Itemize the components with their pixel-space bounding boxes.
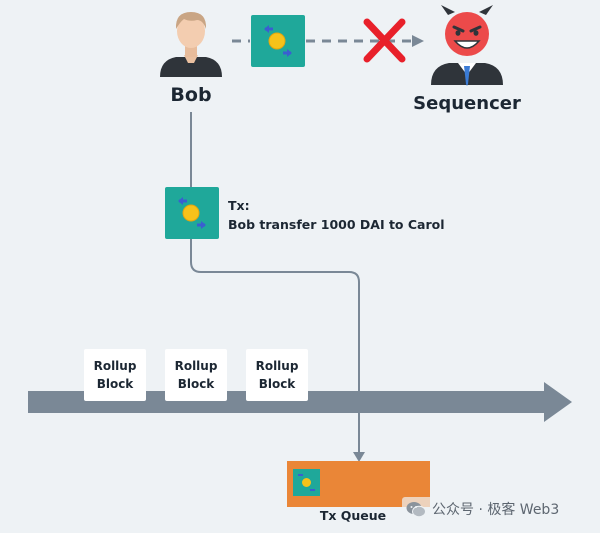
rollup-block-1-line2: Block (96, 377, 134, 391)
watermark: 公众号 · 极客 Web3 (402, 497, 564, 521)
tx-token-icon (163, 185, 221, 241)
devil-icon (431, 5, 503, 86)
rollup-block-1: Rollup Block (84, 349, 146, 401)
reject-x-icon (363, 18, 406, 63)
wechat-icon (406, 501, 426, 517)
rollup-block-2-line2: Block (177, 377, 215, 391)
rollup-block-2: Rollup Block (165, 349, 227, 401)
watermark-text: 公众号 · 极客 Web3 (432, 502, 560, 518)
submission-dashed-arrow (232, 35, 424, 47)
tx-queue-label: Tx Queue (319, 508, 387, 523)
rollup-block-3-line1: Rollup (255, 359, 299, 373)
bob-label: Bob (170, 84, 212, 106)
queue-arrowhead (353, 452, 365, 462)
timeline-arrow (28, 382, 572, 422)
tx-title: Tx: (228, 198, 250, 213)
tx-path-to-queue (190, 239, 360, 454)
rollup-block-2-line1: Rollup (174, 359, 218, 373)
person-icon (160, 12, 222, 77)
token-swap-icon (249, 13, 307, 69)
sequencer-label: Sequencer (413, 93, 521, 114)
rollup-block-3: Rollup Block (246, 349, 308, 401)
rollup-block-3-line2: Block (258, 377, 296, 391)
tx-queue-box (287, 461, 430, 507)
rollup-block-1-line1: Rollup (93, 359, 137, 373)
tx-description: Bob transfer 1000 DAI to Carol (228, 217, 445, 232)
